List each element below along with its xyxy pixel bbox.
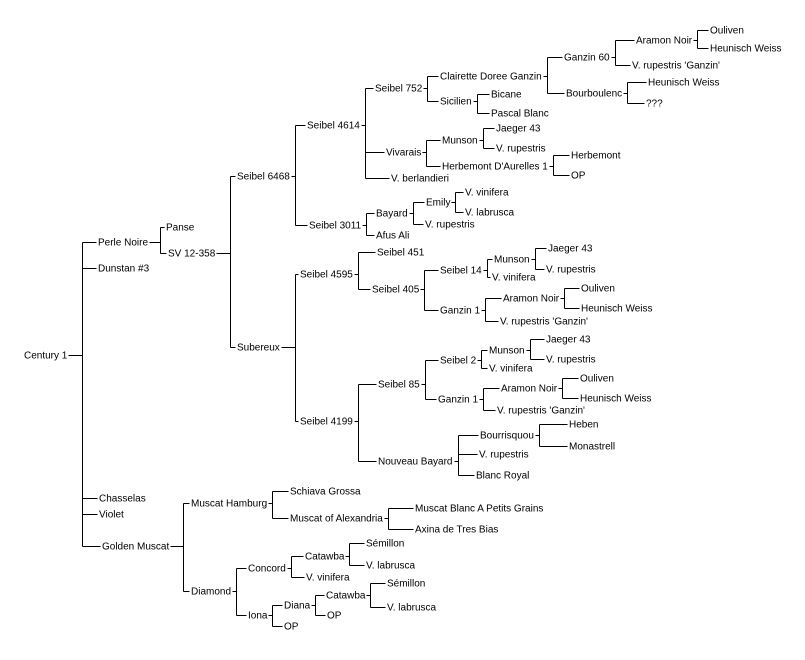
node-op: OP — [327, 611, 342, 622]
node-seibel-752: Seibel 752 — [375, 84, 423, 95]
node-schiava-grossa: Schiava Grossa — [290, 487, 361, 498]
node-nouveau-bayard: Nouveau Bayard — [378, 457, 453, 468]
node-op: OP — [571, 171, 586, 182]
node-aramon-noir: Aramon Noir — [503, 294, 560, 305]
node-v-berlandieri: V. berlandieri — [391, 174, 449, 185]
node-seibel-6468: Seibel 6468 — [237, 172, 290, 183]
node-concord: Concord — [248, 564, 286, 575]
node-v-rupestris: V. rupestris — [425, 220, 475, 231]
node-heunisch-weiss: Heunisch Weiss — [581, 304, 653, 315]
node-heunisch-weiss: Heunisch Weiss — [648, 78, 720, 89]
node-vivarais: Vivarais — [386, 148, 421, 159]
node-munson: Munson — [442, 136, 478, 147]
node-ganzin-1: Ganzin 1 — [440, 306, 480, 317]
node-seibel-85: Seibel 85 — [378, 380, 420, 391]
node-sv-12-358: SV 12-358 — [168, 249, 216, 260]
node-clairette-doree-ganzin: Clairette Doree Ganzin — [440, 72, 542, 83]
node-v-labrusca: V. labrusca — [387, 603, 437, 614]
node-seibel-4199: Seibel 4199 — [300, 417, 353, 428]
node-heben: Heben — [569, 420, 598, 431]
node-v-rupestris: V. rupestris — [546, 355, 596, 366]
node-dunstan-3: Dunstan #3 — [98, 264, 150, 275]
node-v-labrusca: V. labrusca — [366, 561, 416, 572]
node-v-rupestris: V. rupestris — [479, 450, 529, 461]
node-herbemont: Herbemont — [571, 151, 621, 162]
node-heunisch-weiss: Heunisch Weiss — [580, 394, 652, 405]
node-emily: Emily — [426, 198, 450, 209]
node-op: OP — [284, 622, 299, 633]
node-heunisch-weiss: Heunisch Weiss — [710, 44, 782, 55]
node-muscat-hamburg: Muscat Hamburg — [191, 499, 267, 510]
node-bourboulenc: Bourboulenc — [566, 89, 622, 100]
node-muscat-of-alexandria: Muscat of Alexandria — [290, 514, 383, 525]
node-catawba: Catawba — [326, 591, 366, 602]
node-aramon-noir: Aramon Noir — [501, 384, 558, 395]
node-s-millon: Sémillon — [387, 579, 425, 590]
node-jaeger-43: Jaeger 43 — [548, 244, 593, 255]
node-century-1: Century 1 — [24, 351, 68, 362]
node-munson: Munson — [489, 346, 525, 357]
node-herbemont-d-aurelles-1: Herbemont D'Aurelles 1 — [442, 162, 548, 173]
node-pascal-blanc: Pascal Blanc — [491, 109, 549, 120]
node-seibel-2: Seibel 2 — [440, 356, 477, 367]
node-chasselas: Chasselas — [99, 494, 146, 505]
node-violet: Violet — [99, 510, 124, 521]
node-sicilien: Sicilien — [440, 97, 472, 108]
node-iona: Iona — [248, 611, 268, 622]
node-v-rupestris-ganzin: V. rupestris 'Ganzin' — [500, 317, 588, 328]
node-seibel-3011: Seibel 3011 — [309, 221, 362, 232]
node-ouliven: Ouliven — [580, 374, 614, 385]
node-golden-muscat: Golden Muscat — [102, 542, 169, 553]
node-diana: Diana — [284, 601, 311, 612]
node-muscat-blanc-a-petits-grains: Muscat Blanc A Petits Grains — [415, 504, 543, 515]
node-v-rupestris-ganzin: V. rupestris 'Ganzin' — [497, 406, 585, 417]
node-v-vinifera: V. vinifera — [489, 364, 533, 375]
node-seibel-405: Seibel 405 — [372, 285, 420, 296]
node-v-rupestris: V. rupestris — [546, 265, 596, 276]
node-panse: Panse — [166, 223, 195, 234]
node-ouliven: Ouliven — [581, 284, 615, 295]
node-unknown: ??? — [646, 99, 663, 110]
node-bourrisquou: Bourrisquou — [480, 431, 534, 442]
node-ganzin-1: Ganzin 1 — [438, 395, 478, 406]
node-v-vinifera: V. vinifera — [306, 573, 350, 584]
node-s-millon: Sémillon — [366, 539, 404, 550]
node-v-vinifera: V. vinifera — [465, 188, 509, 199]
node-jaeger-43: Jaeger 43 — [496, 124, 541, 135]
node-seibel-4614: Seibel 4614 — [307, 121, 360, 132]
node-perle-noire: Perle Noire — [98, 238, 148, 249]
node-afus-ali: Afus Ali — [376, 231, 409, 242]
node-diamond: Diamond — [191, 587, 231, 598]
node-v-labrusca: V. labrusca — [465, 208, 515, 219]
node-ganzin-60: Ganzin 60 — [564, 53, 610, 64]
node-seibel-451: Seibel 451 — [377, 248, 425, 259]
node-bicane: Bicane — [491, 90, 522, 101]
node-aramon-noir: Aramon Noir — [636, 36, 693, 47]
node-seibel-4595: Seibel 4595 — [300, 270, 353, 281]
node-jaeger-43: Jaeger 43 — [546, 335, 591, 346]
node-munson: Munson — [494, 255, 530, 266]
node-bayard: Bayard — [376, 209, 408, 220]
node-blanc-royal: Blanc Royal — [476, 471, 529, 482]
node-ouliven: Ouliven — [710, 26, 744, 37]
node-axina-de-tres-bias: Axina de Tres Bias — [415, 525, 498, 536]
node-catawba: Catawba — [305, 552, 345, 563]
node-v-rupestris: V. rupestris — [496, 144, 546, 155]
node-v-vinifera: V. vinifera — [492, 273, 536, 284]
node-subereux: Subereux — [237, 343, 280, 354]
node-monastrell: Monastrell — [569, 442, 615, 453]
node-v-rupestris-ganzin: V. rupestris 'Ganzin' — [632, 61, 720, 72]
node-seibel-14: Seibel 14 — [440, 266, 482, 277]
